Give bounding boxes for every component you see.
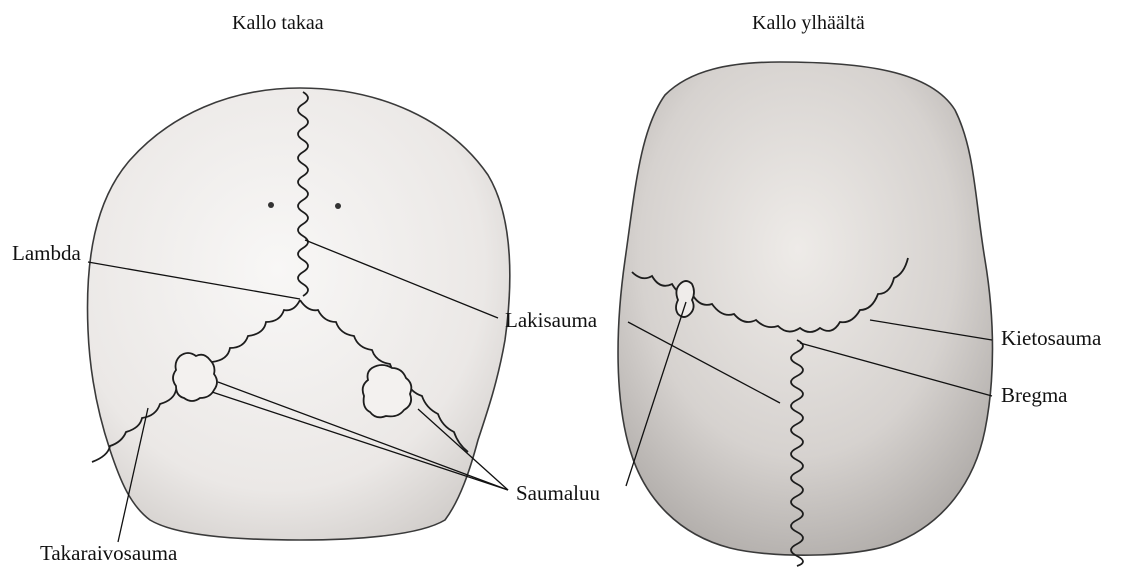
skull-top-outline	[618, 62, 992, 555]
wormian-bone-left	[173, 353, 217, 401]
label-takaraivosauma: Takaraivosauma	[40, 543, 177, 564]
label-bregma: Bregma	[1001, 385, 1067, 406]
label-saumaluu: Saumaluu	[516, 483, 600, 504]
parietal-foramen-left	[268, 202, 274, 208]
wormian-bone-top	[676, 281, 694, 317]
label-kietosauma: Kietosauma	[1001, 328, 1101, 349]
parietal-foramen-right	[335, 203, 341, 209]
wormian-bone-right	[363, 365, 412, 417]
label-lambda: Lambda	[12, 243, 81, 264]
label-lakisauma: Lakisauma	[505, 310, 597, 331]
